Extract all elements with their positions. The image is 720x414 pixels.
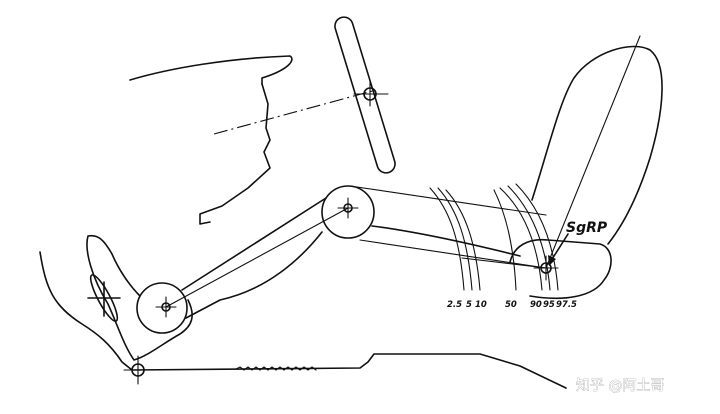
toe-board [39, 251, 133, 371]
sight-line [213, 89, 377, 135]
roof-line [129, 55, 293, 85]
floor-line [131, 353, 567, 389]
watermark: 知乎 @阿土哥 [576, 377, 664, 394]
shin-axis-line [165, 207, 349, 308]
percentile-label-95: 95 [543, 300, 555, 310]
shin-outline-lower [185, 231, 323, 319]
ankle-joint [136, 282, 188, 334]
thigh-line-upper [349, 185, 547, 216]
torso-line [545, 35, 641, 269]
seat-back-outline [531, 45, 663, 245]
floor-texture [235, 366, 317, 371]
percentile-label-90: 90 [530, 300, 542, 310]
percentile-label-97-5: 97.5 [556, 300, 577, 310]
percentile-label-10: 10 [475, 300, 487, 310]
thigh-outline [371, 225, 521, 257]
seat-cushion-outline [509, 238, 612, 300]
shoe-outline [86, 234, 193, 361]
knee-joint [321, 185, 375, 239]
accelerator-pedal [87, 274, 121, 322]
instrument-panel-outline [199, 83, 271, 225]
sgrp-arrowhead [548, 255, 556, 266]
heel-point [123, 355, 153, 385]
percentile-label-50: 50 [505, 300, 517, 310]
percentile-curves [429, 183, 559, 291]
sgrp-label: SgRP [566, 220, 608, 236]
steering-wheel [334, 16, 396, 174]
percentile-label-2-5: 2.5 [447, 300, 462, 310]
shin-outline-upper [181, 197, 327, 291]
thigh-line-lower [359, 239, 547, 269]
thigh-line-mid [461, 257, 547, 269]
percentile-label-5: 5 [466, 300, 472, 310]
